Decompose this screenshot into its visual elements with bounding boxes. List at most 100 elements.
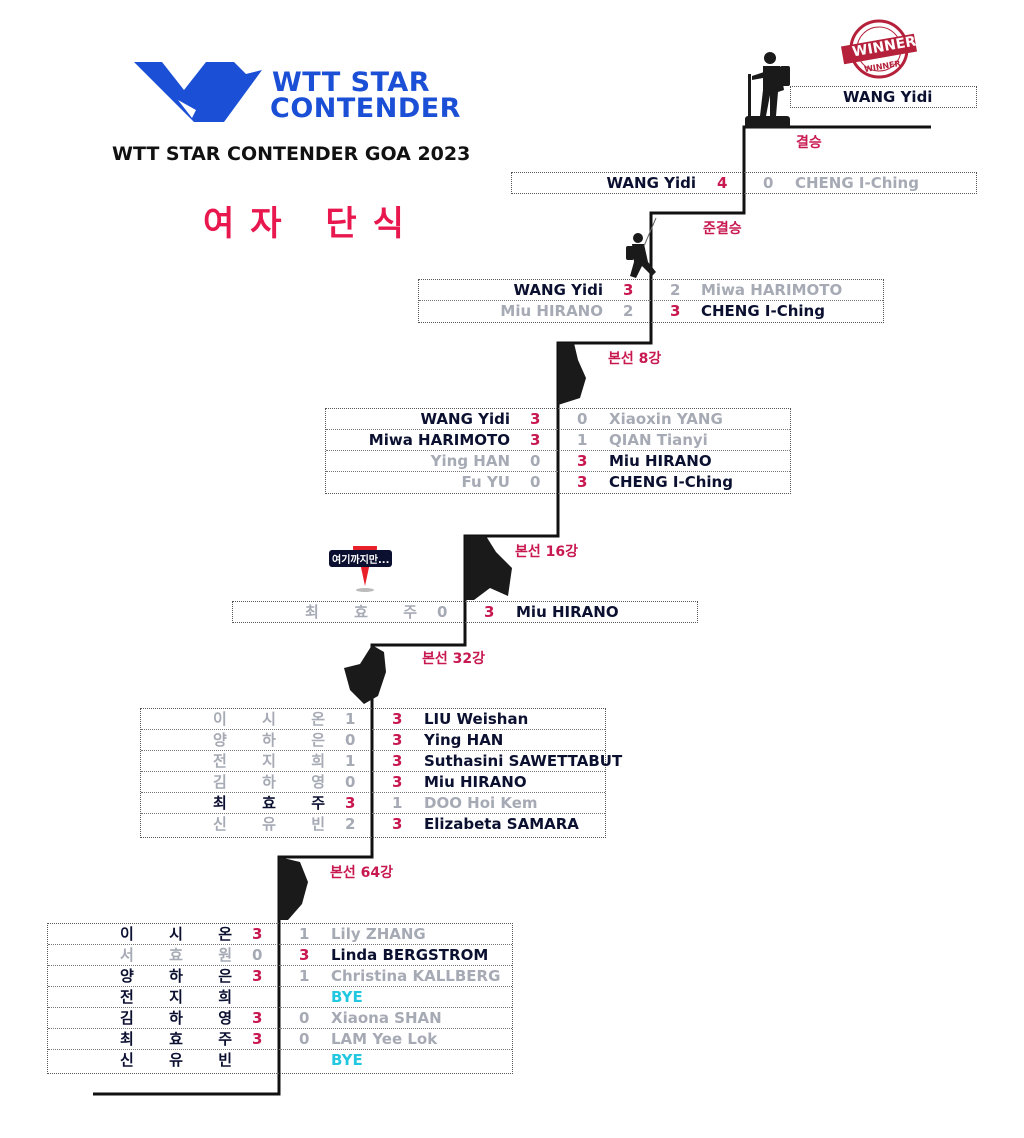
- semi-row-1: WANG Yidi 3 2 Miwa HARIMOTO: [419, 280, 883, 301]
- qf-2-left-name: Miwa HARIMOTO: [368, 431, 510, 449]
- r16-left-char: 주: [403, 603, 417, 621]
- left-name-char: 전: [120, 988, 134, 1006]
- semi-1-left-score: 3: [623, 281, 634, 299]
- left-name-char: 양: [120, 967, 134, 985]
- left-name-char: 희: [218, 988, 232, 1006]
- qf-1-right-name: Xiaoxin YANG: [609, 410, 723, 428]
- climber-wall-icon: [279, 343, 586, 920]
- right-score: 3: [299, 946, 310, 964]
- r16-box: 최 효 주 0 3 Miu HIRANO: [232, 601, 698, 623]
- left-score: 1: [345, 710, 356, 728]
- stage-qf-label: 본선 8강: [608, 351, 662, 367]
- semi-1-right-score: 2: [670, 281, 681, 299]
- qf-row-2: Miwa HARIMOTO 3 1 QIAN Tianyi: [326, 430, 790, 451]
- left-name-char: 전: [213, 752, 227, 770]
- left-name-char: 신: [120, 1051, 134, 1069]
- logo-line1: WTT STAR: [272, 67, 431, 98]
- right-score: 0: [299, 1009, 310, 1027]
- winner-stamp-icon: WINNER WINNER: [838, 18, 920, 80]
- r16-left-name: 최 효 주: [305, 602, 417, 623]
- stage-r16-label: 본선 16강: [515, 544, 578, 560]
- right-score: 0: [299, 1030, 310, 1048]
- left-score: 3: [252, 1030, 263, 1048]
- semi-row-2: Miu HIRANO 2 3 CHENG I-Ching: [419, 301, 883, 322]
- qf-2-left-score: 3: [530, 431, 541, 449]
- left-name-char: 지: [169, 988, 183, 1006]
- left-name-char: 하: [169, 967, 183, 985]
- right-score: 1: [299, 967, 310, 985]
- wtt-logo-icon: [134, 62, 262, 122]
- champion-name: WANG Yidi: [843, 88, 933, 106]
- qf-row-3: Ying HAN 0 3 Miu HIRANO: [326, 451, 790, 472]
- semi-2-left-score: 2: [623, 302, 634, 320]
- semi-1-left-name: WANG Yidi: [513, 281, 603, 299]
- final-right-name: CHENG I-Ching: [795, 174, 919, 192]
- semi-1-right-name: Miwa HARIMOTO: [701, 281, 843, 299]
- left-score: 3: [252, 967, 263, 985]
- left-score: 0: [252, 946, 263, 964]
- left-score: 3: [345, 794, 356, 812]
- left-name-char: 김: [213, 773, 227, 791]
- right-player-name: LAM Yee Lok: [331, 1030, 438, 1048]
- qf-4-right-score: 3: [577, 473, 588, 491]
- right-score: 3: [392, 773, 403, 791]
- left-score: 2: [345, 815, 356, 833]
- qf-2-right-score: 1: [577, 431, 588, 449]
- right-player-name: Lily ZHANG: [331, 925, 426, 943]
- left-name-char: 이: [213, 710, 227, 728]
- left-name-char: 시: [169, 925, 183, 943]
- left-score: 3: [252, 925, 263, 943]
- qf-1-left-score: 3: [530, 410, 541, 428]
- left-name-char: 시: [262, 710, 276, 728]
- left-name-char: 은: [311, 731, 325, 749]
- left-name-char: 원: [218, 946, 232, 964]
- left-name-char: 신: [213, 815, 227, 833]
- stage-r64-label: 본선 64강: [330, 865, 393, 881]
- qf-row-4: Fu YU 0 3 CHENG I-Ching: [326, 472, 790, 493]
- left-name-char: 온: [218, 925, 232, 943]
- category-title: 여자 단식: [203, 204, 420, 244]
- bye-label: BYE: [331, 988, 363, 1006]
- qf-4-left-name: Fu YU: [461, 473, 510, 491]
- right-player-name: DOO Hoi Kem: [424, 794, 538, 812]
- left-name-char: 양: [213, 731, 227, 749]
- right-player-name: Linda BERGSTROM: [331, 946, 489, 964]
- left-name-char: 유: [169, 1051, 183, 1069]
- champion-box: WANG Yidi: [790, 86, 977, 108]
- left-name-char: 이: [120, 925, 134, 943]
- event-title: WTT STAR CONTENDER GOA 2023: [112, 143, 471, 165]
- qf-1-left-name: WANG Yidi: [420, 410, 510, 428]
- semi-box: WANG Yidi 3 2 Miwa HARIMOTO Miu HIRANO 2…: [418, 279, 884, 323]
- semi-2-left-name: Miu HIRANO: [500, 302, 603, 320]
- right-score: 3: [392, 815, 403, 833]
- r16-left-score: 0: [437, 603, 448, 621]
- right-player-name: Christina KALLBERG: [331, 967, 501, 985]
- left-name-char: 효: [169, 1030, 183, 1048]
- left-name-char: 빈: [311, 815, 325, 833]
- left-name-char: 김: [120, 1009, 134, 1027]
- right-score: 1: [392, 794, 403, 812]
- qf-3-left-name: Ying HAN: [430, 452, 510, 470]
- right-player-name: LIU Weishan: [424, 710, 529, 728]
- left-name-char: 온: [311, 710, 325, 728]
- right-score: 3: [392, 752, 403, 770]
- left-name-char: 주: [311, 794, 325, 812]
- final-match-box: WANG Yidi 4 0 CHENG I-Ching: [511, 172, 977, 194]
- left-score: 3: [252, 1009, 263, 1027]
- semi-2-right-name: CHENG I-Ching: [701, 302, 825, 320]
